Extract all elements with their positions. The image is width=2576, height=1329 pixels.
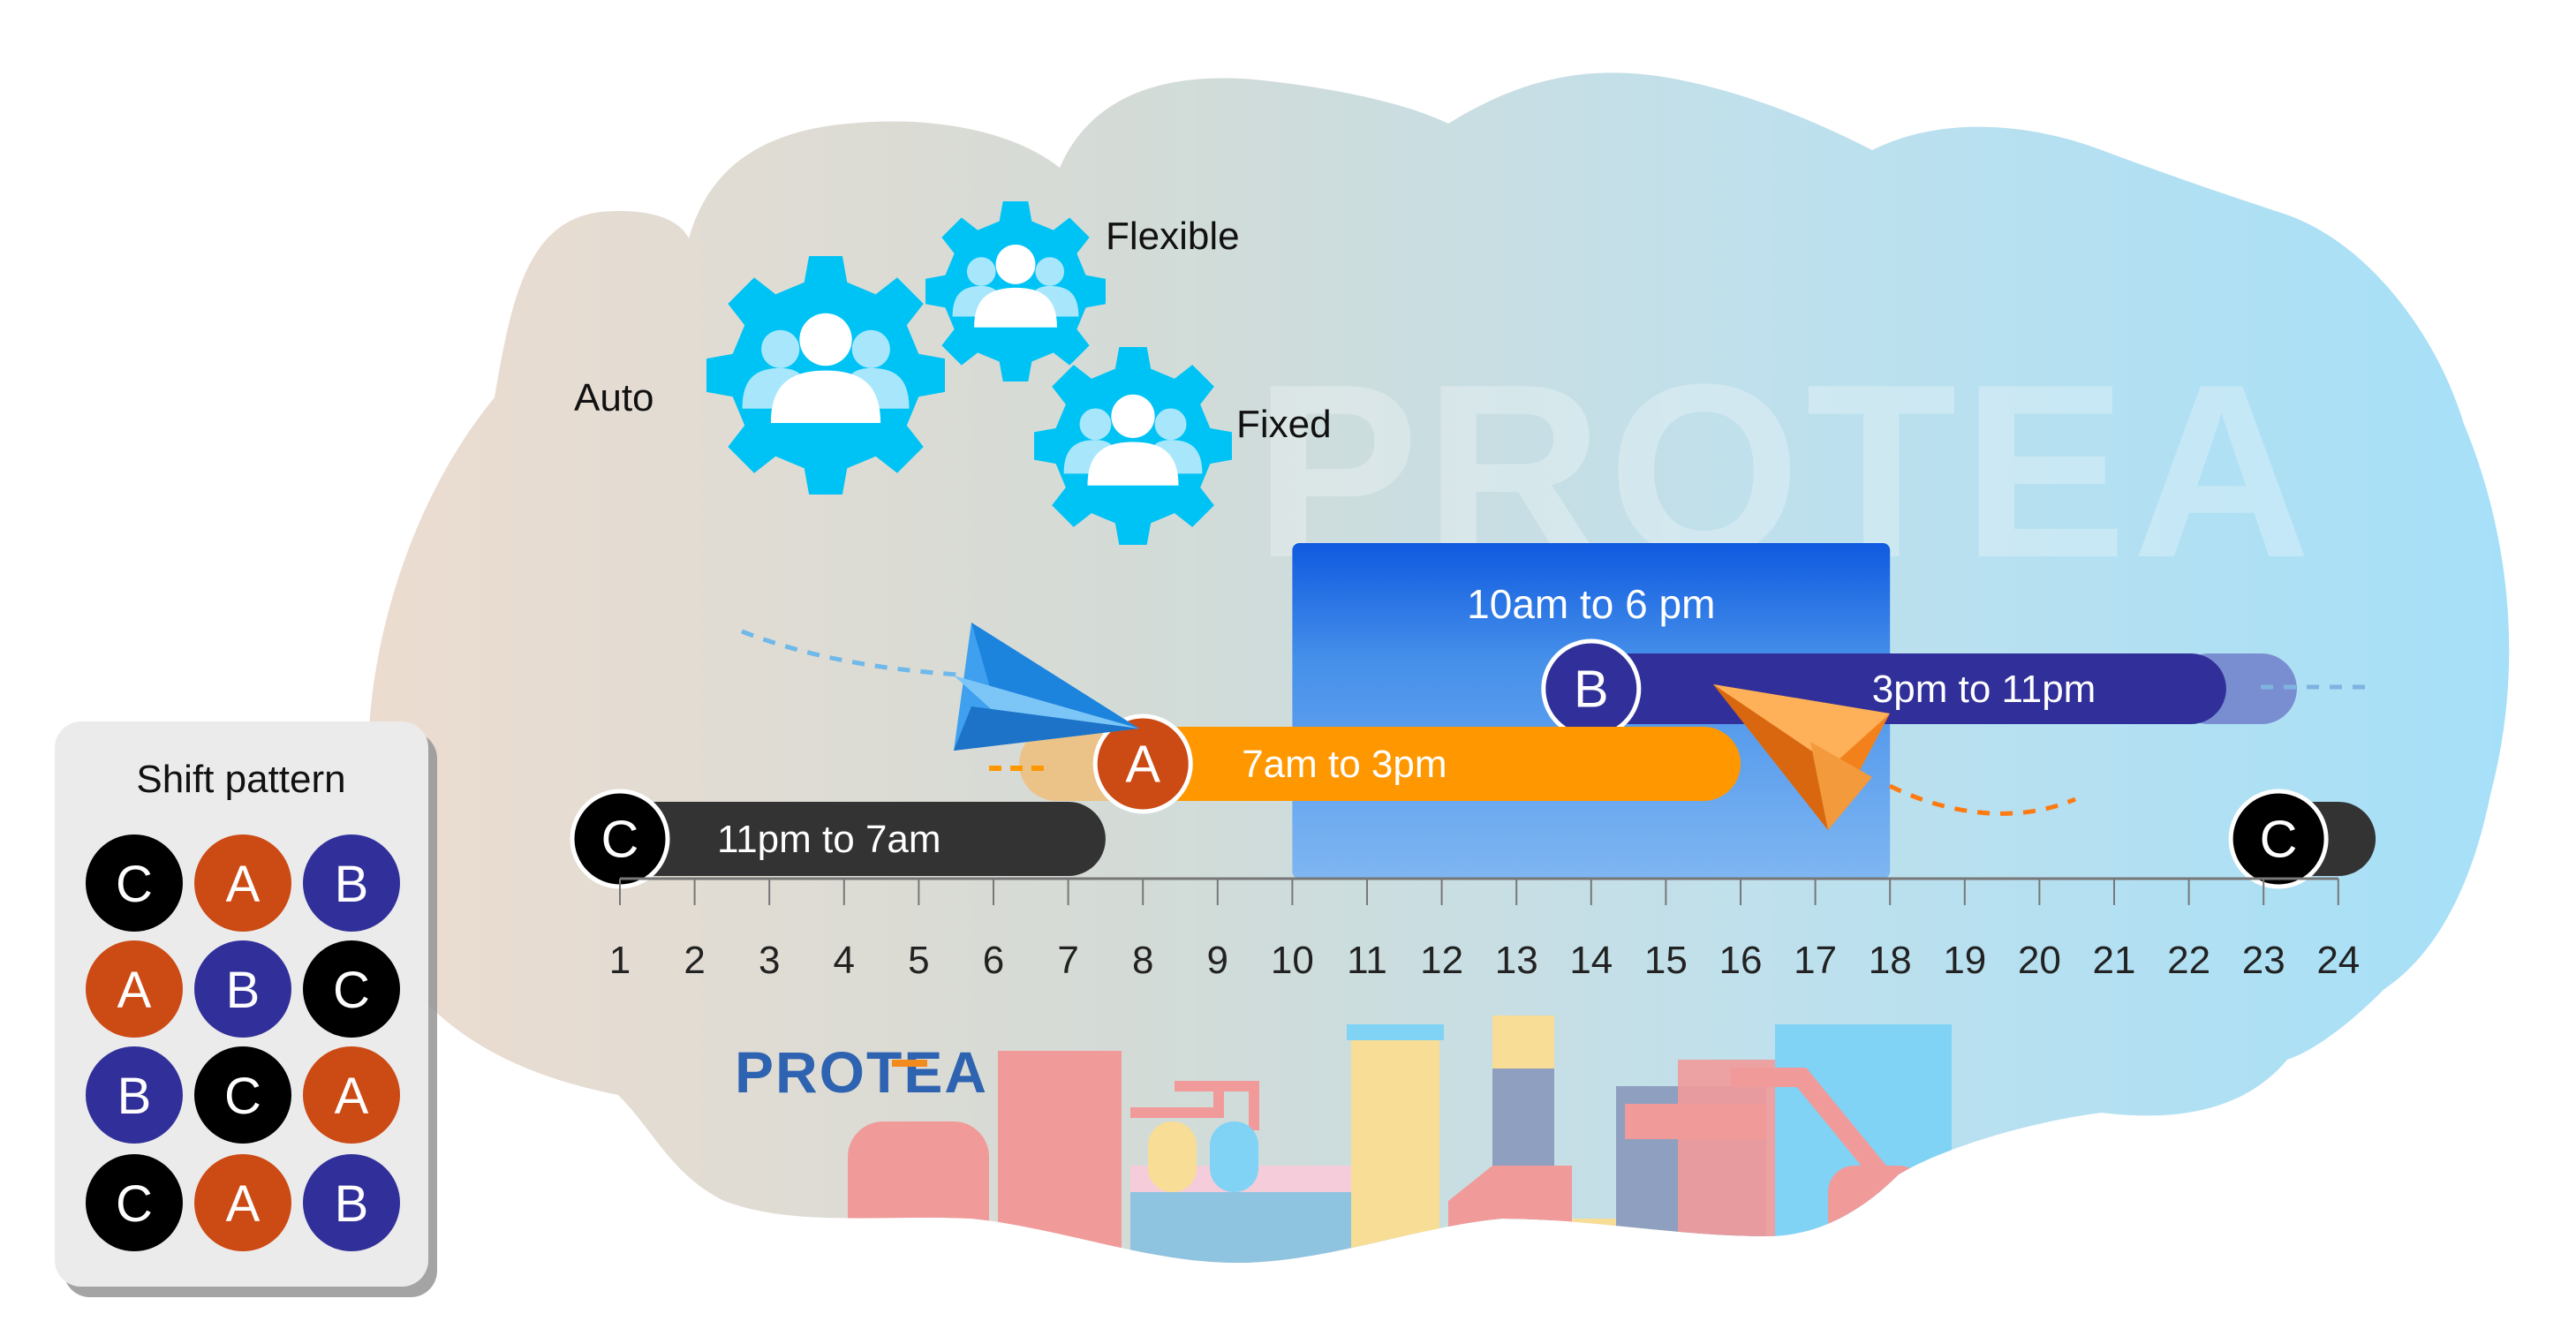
shift-pattern-dot [86,834,183,932]
axis-tick-label: 17 [1794,939,1837,982]
shift-pattern-dot [194,1046,291,1144]
shift-pattern-dot [303,1154,400,1251]
shift-pattern-letter: A [226,856,261,913]
shift-pattern-title: Shift pattern [136,758,345,801]
shift-pattern-dot [194,834,291,932]
axis-tick-label: 13 [1495,939,1538,982]
shift-a-label: 7am to 3pm [1242,743,1447,786]
flexible-label: Flexible [1106,215,1240,258]
axis-tick-label: 8 [1132,939,1153,982]
fixed-gear-icon [1034,347,1232,545]
shift-pattern-cell: A [194,834,291,932]
axis-tick-label: 24 [2316,939,2360,982]
axis-tick-label: 19 [1943,939,1986,982]
shift-pattern-cell: B [194,940,291,1038]
flexible-gear-icon [925,201,1106,381]
axis-tick-label: 10 [1271,939,1314,982]
shift-pattern-letter: B [335,1175,369,1233]
shift-a-bar [1143,727,1741,801]
shift-pattern-cell: B [303,1154,400,1251]
shift-c-bar-group: C 11pm to 7am [570,789,1106,889]
shift-pattern-cell: C [86,834,183,932]
axis-tick-label: 9 [1207,939,1228,982]
axis-tick-label: 15 [1644,939,1688,982]
axis-tick-label: 23 [2242,939,2285,982]
shift-pattern-cell: C [86,1154,183,1251]
shift-pattern-dot [303,940,400,1038]
shift-pattern-dot [194,1154,291,1251]
shift-pattern-cell: C [303,940,400,1038]
shift-pattern-cell: B [303,834,400,932]
shift-pattern-letter: B [226,962,261,1019]
shift-a-bar-group: A 7am to 3pm [1092,714,1741,814]
shift-pattern-cell: C [194,1046,291,1144]
axis-tick-label: 20 [2018,939,2061,982]
shift-c-label: 11pm to 7am [717,818,941,861]
fixed-label: Fixed [1236,403,1332,446]
shift-pattern-dot [86,940,183,1038]
blue-trail [741,629,972,678]
shift-pattern-letter: A [226,1175,261,1233]
axis-tick-label: 2 [684,939,705,982]
axis-tick-label: 16 [1719,939,1763,982]
axis-tick-label: 12 [1420,939,1463,982]
auto-gear-icon [706,256,945,495]
blue-paper-plane-icon [954,623,1139,751]
shift-pattern-letter: A [335,1068,369,1125]
orange-paper-plane-icon [1713,684,1890,830]
shift-c-badge-letter: C [601,810,639,869]
shift-pattern-letter: C [116,856,153,913]
axis-tick-label: 6 [983,939,1004,982]
brand-logo-accent [892,1060,927,1067]
shift-c-wrap-group: C [2228,789,2376,889]
shift-pattern-dot [86,1154,183,1251]
shift-pattern-dot [303,1046,400,1144]
shift-pattern-cell: A [303,1046,400,1144]
city-illustration [848,1016,2137,1263]
axis-tick-label: 7 [1057,939,1078,982]
auto-label: Auto [574,376,654,419]
shift-b-label: 3pm to 11pm [1872,668,2096,711]
axis-tick-label: 4 [834,939,855,982]
shift-c-wrap-badge [2228,789,2329,889]
shift-pattern-cell: A [194,1154,291,1251]
axis-tick-label: 21 [2093,939,2136,982]
shift-pattern-letter: C [224,1068,261,1125]
axis-tick-label: 3 [759,939,780,982]
shift-pattern-cell: A [86,940,183,1038]
office-hours-label: 10am to 6 pm [1467,581,1715,627]
axis-tick-label: 14 [1569,939,1613,982]
shift-pattern-dot [86,1046,183,1144]
shift-pattern-letter: B [117,1068,152,1125]
shift-pattern-letter: C [333,962,370,1019]
shift-pattern-letter: B [335,856,369,913]
shift-pattern-dot [194,940,291,1038]
shift-pattern-cell: B [86,1046,183,1144]
axis-tick-label: 5 [908,939,929,982]
axis-tick-label: 18 [1869,939,1912,982]
shift-pattern-letter: A [117,962,152,1019]
shift-c-bar [620,802,1106,876]
axis-tick-label: 11 [1347,939,1387,982]
axis-tick-label: 1 [609,939,631,982]
orange-trail [1888,783,2076,816]
shift-a-badge-letter: A [1125,735,1160,794]
shift-b-badge-letter: B [1574,660,1609,719]
axis-tick-label: 22 [2167,939,2210,982]
brand-logo-text: PROTEA [735,1039,988,1105]
shift-pattern-letter: C [116,1175,153,1233]
shift-c-wrap-badge-letter: C [2260,810,2298,869]
shift-a-badge [1092,714,1193,814]
shift-pattern-dot [303,834,400,932]
